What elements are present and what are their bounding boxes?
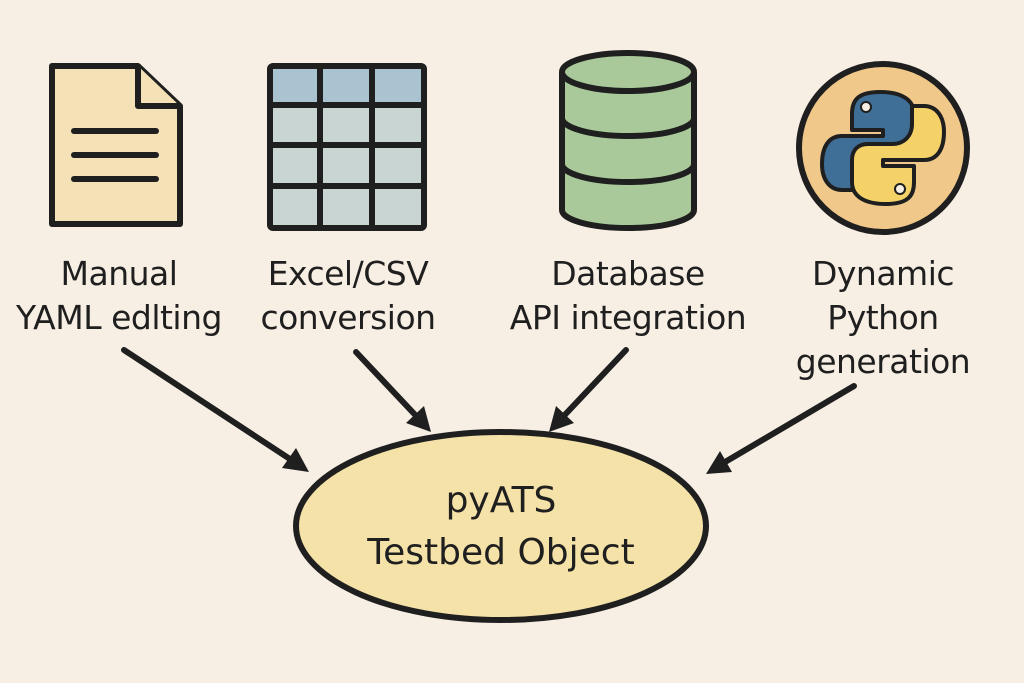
source-label-manual: Manual YAML edlting — [14, 252, 224, 340]
python-logo-icon — [796, 61, 970, 235]
spreadsheet-icon — [267, 63, 427, 231]
source-label-python: Dynamic Python generation — [778, 252, 988, 384]
source-label-line: conversion — [260, 298, 436, 337]
source-label-line: YAML edlting — [16, 298, 222, 337]
target-label: pyATS Testbed Object — [296, 475, 706, 579]
source-label-line: Excel/CSV — [267, 254, 429, 293]
source-label-line: Python — [827, 298, 939, 337]
source-label-line: Manual — [60, 254, 178, 293]
database-icon — [559, 50, 697, 231]
arrow-database-to-target — [549, 347, 629, 432]
target-label-line: Testbed Object — [367, 532, 635, 573]
source-label-line: API integration — [509, 298, 747, 337]
document-icon — [49, 63, 183, 227]
source-label-line: Database — [551, 254, 705, 293]
arrow-python-to-target — [706, 383, 857, 474]
target-label-line: pyATS — [445, 480, 557, 521]
arrow-excel-to-target — [353, 349, 431, 432]
source-label-excel: Excel/CSV conversion — [250, 252, 446, 340]
arrow-manual-to-target — [121, 347, 309, 472]
target-ellipse — [293, 429, 709, 623]
source-label-line: Dynamic — [811, 254, 955, 293]
source-label-line: generation — [795, 342, 971, 381]
source-label-database: Database API integration — [506, 252, 750, 340]
